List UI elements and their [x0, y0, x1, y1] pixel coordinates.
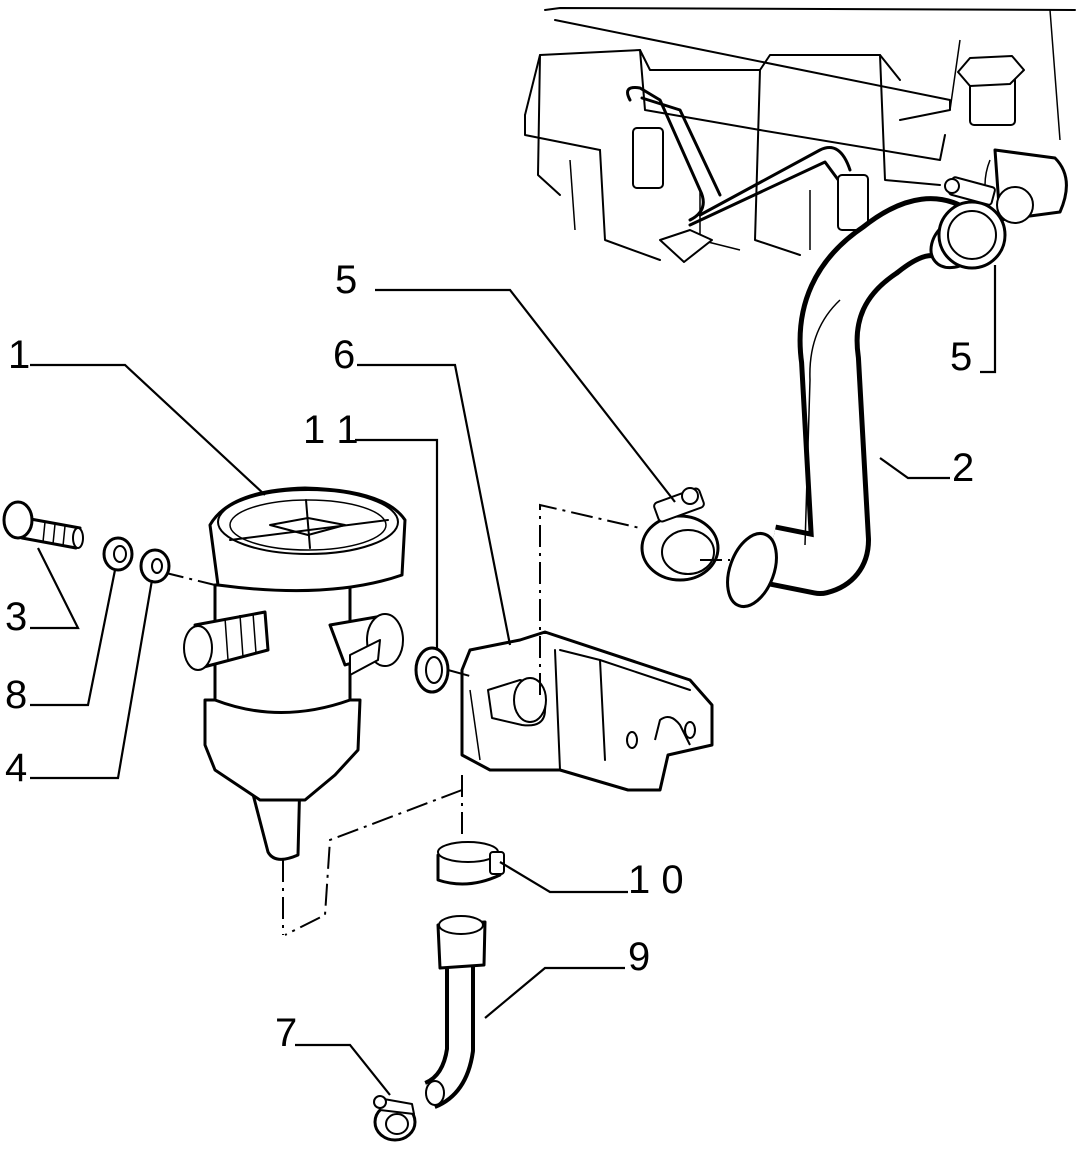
callout-9: 9 — [628, 935, 650, 979]
clamp-part-10 — [436, 841, 505, 886]
hose-part-2 — [726, 196, 987, 608]
filter-housing-part-1 — [183, 486, 407, 861]
callout-8: 8 — [5, 673, 27, 717]
callout-5-mid: 5 — [335, 258, 357, 302]
hose-clamp-5-lower — [640, 487, 720, 582]
callout-10: 1 0 — [628, 858, 684, 902]
oring-part-11 — [414, 646, 450, 694]
pipe-part-9 — [423, 915, 487, 1109]
callout-2: 2 — [952, 446, 974, 490]
callout-4: 4 — [5, 746, 27, 790]
callout-11: 1 1 — [303, 408, 359, 452]
callout-1: 1 — [8, 333, 30, 377]
callout-6: 6 — [333, 333, 355, 377]
callout-7: 7 — [275, 1011, 297, 1055]
bolt-part-3 — [2, 500, 84, 550]
clamp-part-7 — [373, 1095, 417, 1142]
bracket-part-6 — [460, 630, 714, 792]
hose-clamp-5-upper — [937, 176, 1007, 270]
assembly-lines — [161, 503, 730, 936]
washer-part-4 — [139, 548, 171, 584]
engine-block — [524, 7, 1076, 263]
callout-5-right: 5 — [950, 335, 972, 379]
washer-part-8 — [102, 536, 134, 572]
leader-lines — [30, 265, 997, 1096]
callout-3: 3 — [5, 595, 27, 639]
